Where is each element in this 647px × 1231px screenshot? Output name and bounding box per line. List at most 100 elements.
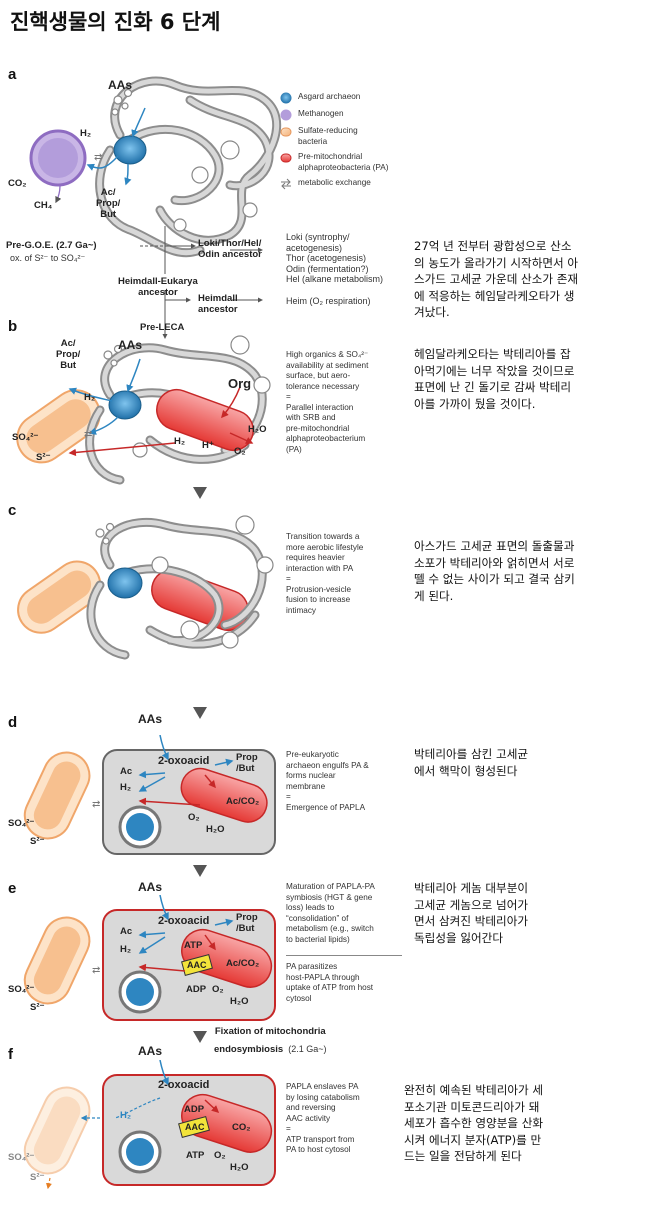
panel-f-letter: f: [8, 1046, 13, 1063]
panel-e-oxoacid: 2-oxoacid: [158, 915, 210, 927]
panel-e-atp: ATP: [184, 940, 203, 951]
svg-text:⇄: ⇄: [94, 152, 102, 163]
asgard-archaeon-cell: [108, 390, 142, 420]
loki-ancestor-node: Loki/Thor/Hel/ Odin ancestor: [198, 238, 262, 260]
panel-d-acco2: Ac/CO₂: [226, 796, 260, 807]
panel-e-korean: 박테리아 게놈 대부분이 고세균 게놈으로 넘어가 면서 삼켜진 박테리아가 독…: [414, 881, 529, 945]
pa-cell: [156, 388, 254, 452]
panel-d-o2: O₂: [188, 812, 200, 823]
panel-f-aac: AAC: [185, 1122, 205, 1132]
panel-d-so4: SO₄²⁻: [8, 818, 35, 829]
legend-label: Methanogen: [298, 109, 344, 118]
down-arrow-icon: [193, 1031, 207, 1043]
panel-e-adp: ADP: [186, 984, 207, 995]
panel-d-ac: Ac: [120, 766, 133, 777]
exchange-icon: [281, 178, 291, 190]
fixation-age: (2.1 Ga~): [288, 1044, 327, 1054]
oxidation-label: ox. of S²⁻ to SO₄²⁻: [10, 253, 86, 263]
svg-text:⇄: ⇄: [92, 799, 100, 810]
panel-f-korean: 완전히 예속된 박테리아가 세 포소기관 미토콘드리아가 돼 세포가 흡수한 영…: [404, 1083, 544, 1163]
panel-e-h2o: H₂O: [230, 996, 249, 1007]
panel-a-diagram: ⇄: [29, 76, 282, 339]
panel-e-s2: S²⁻: [30, 1002, 45, 1013]
panel-d-description: Pre-eukaryotic archaeon engulfs PA & for…: [286, 750, 369, 812]
srb-swatch-icon: [280, 127, 292, 137]
panel-a-korean: 27억 년 전부터 광합성으로 산소 의 농도가 올라가기 시작하면서 아 스가…: [414, 239, 579, 319]
panel-e-letter: e: [8, 880, 17, 897]
down-arrow-icon: [193, 865, 207, 877]
down-arrow-icon: [193, 707, 207, 719]
panel-f-s2: S²⁻: [30, 1172, 45, 1183]
panel-d-h2: H₂: [120, 782, 132, 793]
aac-transporter: [178, 1116, 210, 1138]
panel-b-products: Ac/ Prop/ But: [56, 338, 81, 371]
panel-f-h2o: H₂O: [230, 1162, 249, 1173]
legend: Asgard archaeon Methanogen Sulfate-reduc…: [280, 92, 412, 195]
phylogeny-lines: [140, 226, 263, 339]
vesicles: [111, 88, 258, 232]
panel-a-letter: a: [8, 66, 17, 83]
panel-d-aas: AAs: [138, 712, 163, 726]
panel-c-korean: 아스가드 고세균 표면의 돌출물과 소포가 박테리아와 얽히면서 서로 뗄 수 …: [414, 539, 575, 603]
heimdall-ancestor-node: Heimdall ancestor: [198, 293, 238, 315]
panel-b-h2o: H₂O: [248, 424, 267, 435]
panel-f-oxoacid: 2-oxoacid: [158, 1079, 210, 1091]
panel-e-ac: Ac: [120, 926, 133, 937]
panel-b-aas: AAs: [118, 338, 143, 352]
svg-text:⇄: ⇄: [92, 965, 100, 976]
panel-c-description: Transition towards a more aerobic lifest…: [286, 532, 364, 615]
legend-label: Sulfate-reducing bacteria: [298, 126, 358, 146]
legend-label: Asgard archaeon: [298, 92, 361, 101]
panel-d-prop: Prop /But: [236, 752, 258, 774]
panel-b-diagram: ⇄: [16, 335, 271, 485]
panel-b-h2: H₂: [84, 392, 96, 403]
panel-e-aac: AAC: [187, 960, 207, 970]
methanogen-circle-icon: [280, 109, 292, 121]
panel-e-h2: H₂: [120, 944, 132, 955]
panel-e-acco2: Ac/CO₂: [226, 958, 260, 969]
methanogen-inner: [38, 138, 78, 178]
panel-f-atp: ATP: [186, 1150, 205, 1161]
legend-item-srb: Sulfate-reducing bacteria: [280, 126, 412, 147]
panel-f-so4: SO₄²⁻: [8, 1152, 35, 1163]
panel-f-adp: ADP: [184, 1104, 205, 1115]
asgard-circle-icon: [280, 92, 292, 104]
panel-f-o2: O₂: [214, 1150, 226, 1161]
panel-a-co2: CO₂: [8, 178, 27, 189]
heimdall-eukarya-node: Heimdall-Eukarya ancestor: [118, 276, 198, 298]
fixation-subtitle: endosymbiosis: [214, 1044, 284, 1055]
panel-e-description: Maturation of PAPLA-PA symbiosis (HGT & …: [286, 882, 375, 944]
panel-b-so4: SO₄²⁻: [12, 432, 39, 443]
pre-goe-label: Pre-G.O.E. (2.7 Ga~): [6, 240, 97, 251]
panel-f-aas: AAs: [138, 1044, 163, 1058]
panel-b-korean: 헤임달라케오타는 박테리아를 잡 아먹기에는 너무 작았을 것이므로 표면에 난…: [414, 347, 575, 411]
legend-item-exchange: metabolic exchange: [280, 178, 412, 190]
panel-e-prop: Prop /But: [236, 912, 258, 934]
panel-a-aas: AAs: [108, 78, 133, 92]
panel-f-diagram: [23, 1060, 276, 1190]
panel-b-letter: b: [8, 318, 18, 335]
loki-description: Loki (syntrophy/ acetogenesis) Thor (ace…: [286, 232, 384, 284]
panel-a-h2: H₂: [80, 128, 92, 139]
srb-cell: [16, 389, 101, 464]
fixation-title: Fixation of mitochondria: [214, 1026, 326, 1037]
pre-leca-label: Pre-LECA: [140, 322, 185, 333]
legend-item-asgard: Asgard archaeon: [280, 92, 412, 104]
panel-d-diagram: ⇄: [23, 735, 276, 855]
panel-e-description-2: PA parasitizes host-PAPLA through uptake…: [286, 962, 374, 1003]
panel-c-letter: c: [8, 502, 17, 519]
panel-b-s2: S²⁻: [36, 452, 51, 463]
heim-description: Heim (O₂ respiration): [286, 296, 371, 306]
panel-a-ch4: CH₄: [34, 200, 53, 211]
panel-a-products: Ac/ Prop/ But: [96, 187, 121, 220]
panel-b-o2: O₂: [234, 446, 246, 457]
panel-d-s2: S²⁻: [30, 836, 45, 847]
panel-e-so4: SO₄²⁻: [8, 984, 35, 995]
panel-f-description: PAPLA enslaves PA by losing catabolism a…: [286, 1082, 360, 1154]
legend-item-pa: Pre-mitochondrial alphaproteobacteria (P…: [280, 152, 412, 173]
panel-f-h2: H₂: [120, 1110, 132, 1121]
svg-text:⇄: ⇄: [84, 429, 92, 440]
page-title: 진핵생물의 진화 6 단계: [10, 10, 221, 34]
panel-d-korean: 박테리아를 삼킨 고세균 에서 핵막이 형성된다: [414, 747, 529, 778]
pa-swatch-icon: [280, 153, 292, 163]
